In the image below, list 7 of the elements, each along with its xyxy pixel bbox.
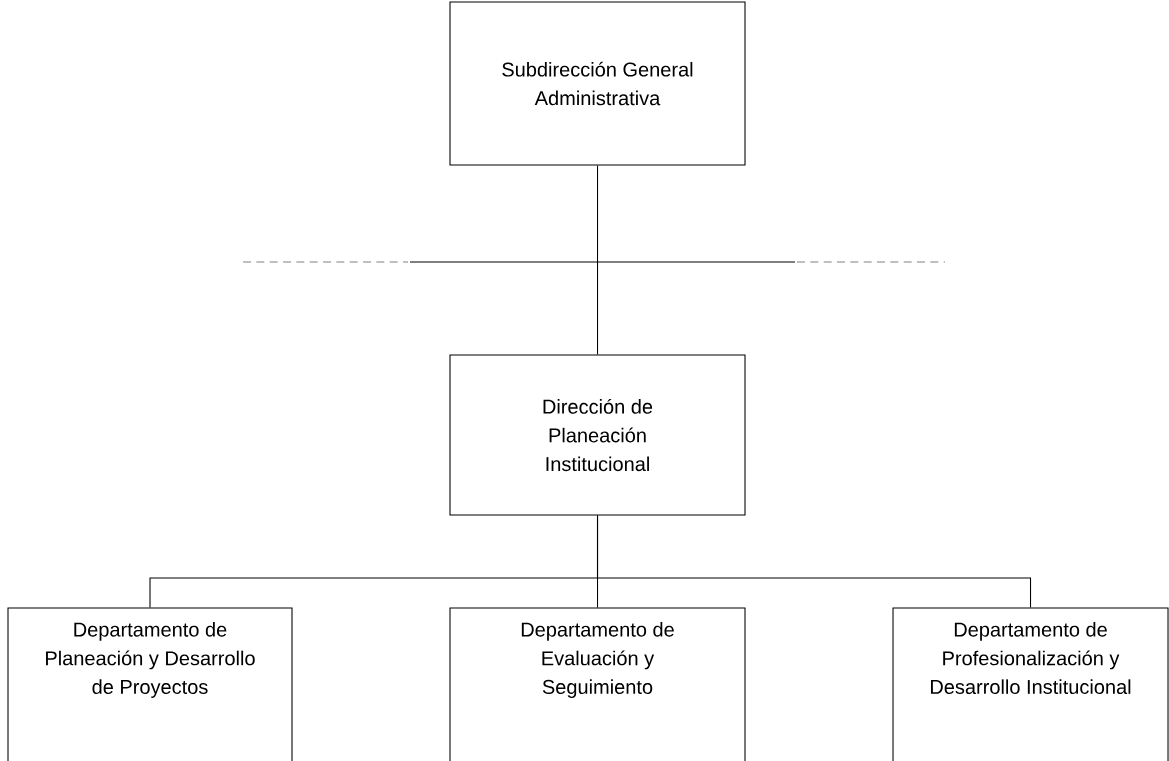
org-box: Departamento de Planeación y Desarrollo de Proyectos <box>7 607 293 761</box>
org-box: Dirección de Planeación Institucional <box>449 354 746 516</box>
org-box: Departamento de Profesionalización y Desarrollo Institucional <box>892 607 1169 761</box>
connector-line <box>596 165 599 355</box>
connector-line <box>596 515 1032 608</box>
org-box: Subdirección General Administrativa <box>449 1 746 166</box>
org-box: Departamento de Evaluación y Seguimiento <box>449 607 746 761</box>
